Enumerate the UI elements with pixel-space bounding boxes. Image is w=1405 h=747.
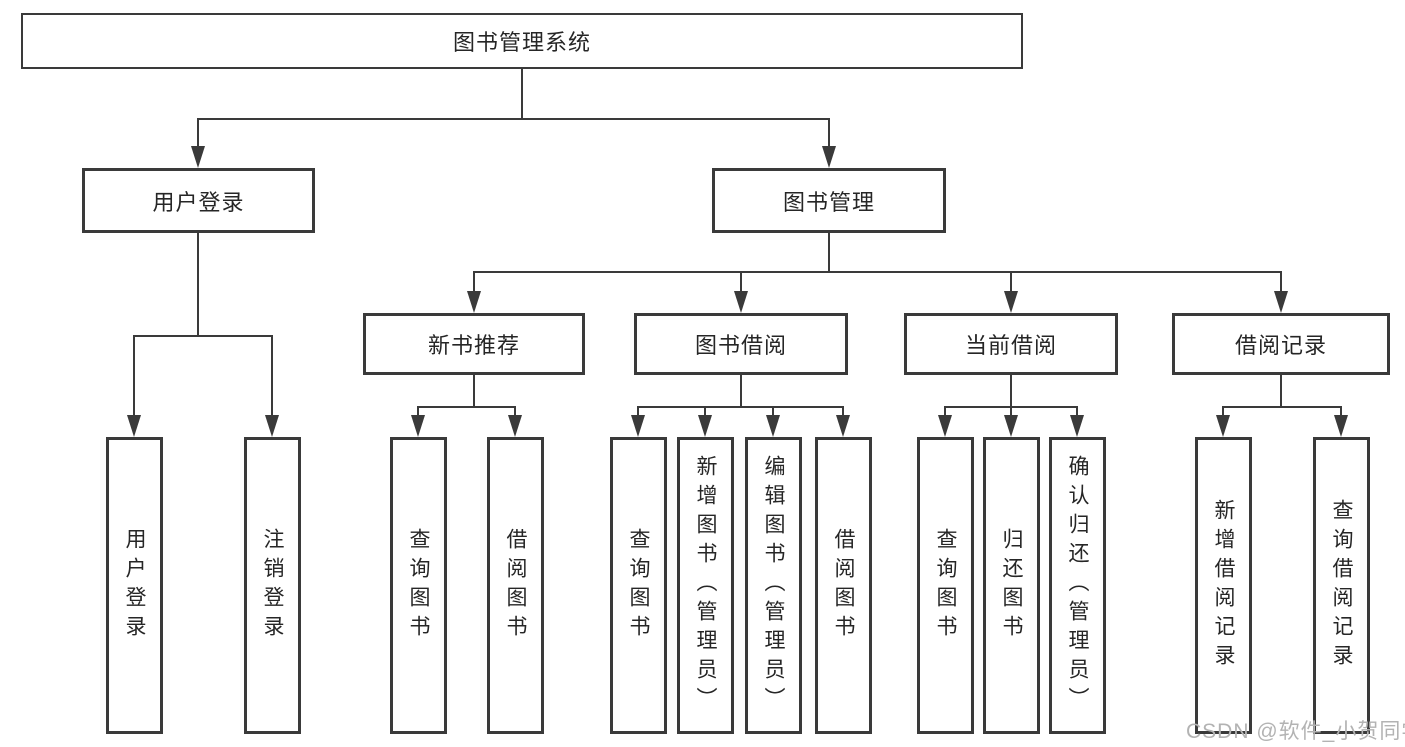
arrowhead-icon (467, 291, 481, 313)
leaf-label: 借阅图书 (504, 527, 527, 644)
connector-line (740, 375, 742, 408)
leaf-current-confirm-admin: 确认归还（管理员） (1049, 437, 1106, 734)
connector-line (514, 406, 516, 420)
node-current-borrow: 当前借阅 (904, 313, 1118, 375)
connector-line (1340, 406, 1342, 420)
connector-line (828, 118, 830, 150)
arrowhead-icon (265, 415, 279, 437)
connector-line (134, 335, 273, 337)
connector-line (842, 406, 844, 420)
arrowhead-icon (127, 415, 141, 437)
node-new-book-recommend: 新书推荐 (363, 313, 585, 375)
arrowhead-icon (822, 146, 836, 168)
leaf-label: 查询借阅记录 (1330, 498, 1353, 673)
arrowhead-icon (631, 415, 645, 437)
arrowhead-icon (191, 146, 205, 168)
node-book-borrow: 图书借阅 (634, 313, 848, 375)
arrowhead-icon (1274, 291, 1288, 313)
connector-line (1223, 406, 1342, 408)
connector-line (772, 406, 774, 420)
connector-line (1010, 375, 1012, 408)
arrowhead-icon (836, 415, 850, 437)
leaf-borrow-edit-admin: 编辑图书（管理员） (745, 437, 802, 734)
connector-line (1280, 375, 1282, 408)
leaf-label: 注销登录 (261, 527, 284, 644)
leaf-current-return: 归还图书 (983, 437, 1040, 734)
arrowhead-icon (1216, 415, 1230, 437)
connector-line (1010, 406, 1012, 420)
connector-line (1222, 406, 1224, 420)
connector-line (944, 406, 946, 420)
arrowhead-icon (938, 415, 952, 437)
connector-line (473, 271, 1282, 273)
leaf-label: 查询图书 (407, 527, 430, 644)
leaf-label: 编辑图书（管理员） (762, 455, 785, 716)
connector-line (740, 271, 742, 296)
connector-line (638, 406, 844, 408)
leaf-newbook-borrow: 借阅图书 (487, 437, 544, 734)
leaf-label: 归还图书 (1000, 527, 1023, 644)
connector-line (1280, 271, 1282, 296)
arrowhead-icon (411, 415, 425, 437)
arrowhead-icon (1334, 415, 1348, 437)
leaf-newbook-query: 查询图书 (390, 437, 447, 734)
connector-line (417, 406, 419, 420)
connector-line (473, 271, 475, 296)
connector-line (704, 406, 706, 420)
arrowhead-icon (698, 415, 712, 437)
arrowhead-icon (1004, 291, 1018, 313)
leaf-current-query: 查询图书 (917, 437, 974, 734)
connector-line (521, 69, 523, 119)
leaf-logout: 注销登录 (244, 437, 301, 734)
connector-line (1010, 271, 1012, 296)
connector-line (133, 335, 135, 420)
leaf-label: 新增图书（管理员） (694, 455, 717, 716)
node-user-login: 用户登录 (82, 168, 315, 233)
arrowhead-icon (734, 291, 748, 313)
leaf-label: 用户登录 (123, 527, 146, 644)
arrowhead-icon (508, 415, 522, 437)
connector-line (197, 118, 830, 120)
leaf-borrow-query: 查询图书 (610, 437, 667, 734)
connector-line (473, 375, 475, 408)
connector-line (828, 233, 830, 273)
arrowhead-icon (766, 415, 780, 437)
leaf-records-query: 查询借阅记录 (1313, 437, 1370, 734)
arrowhead-icon (1004, 415, 1018, 437)
connector-line (418, 406, 516, 408)
connector-line (271, 335, 273, 420)
leaf-borrow-add-admin: 新增图书（管理员） (677, 437, 734, 734)
leaf-records-add: 新增借阅记录 (1195, 437, 1252, 734)
connector-line (637, 406, 639, 420)
leaf-label: 确认归还（管理员） (1066, 455, 1089, 716)
connector-line (197, 118, 199, 150)
node-root: 图书管理系统 (21, 13, 1023, 69)
node-book-management: 图书管理 (712, 168, 946, 233)
csdn-watermark: CSDN @软件_小贺同学 (1186, 720, 1405, 743)
leaf-borrow-borrow: 借阅图书 (815, 437, 872, 734)
leaf-user-login: 用户登录 (106, 437, 163, 734)
leaf-label: 新增借阅记录 (1212, 498, 1235, 673)
leaf-label: 查询图书 (934, 527, 957, 644)
leaf-label: 查询图书 (627, 527, 650, 644)
arrowhead-icon (1070, 415, 1084, 437)
leaf-label: 借阅图书 (832, 527, 855, 644)
node-borrow-records: 借阅记录 (1172, 313, 1390, 375)
connector-line (1076, 406, 1078, 420)
connector-line (197, 233, 199, 337)
